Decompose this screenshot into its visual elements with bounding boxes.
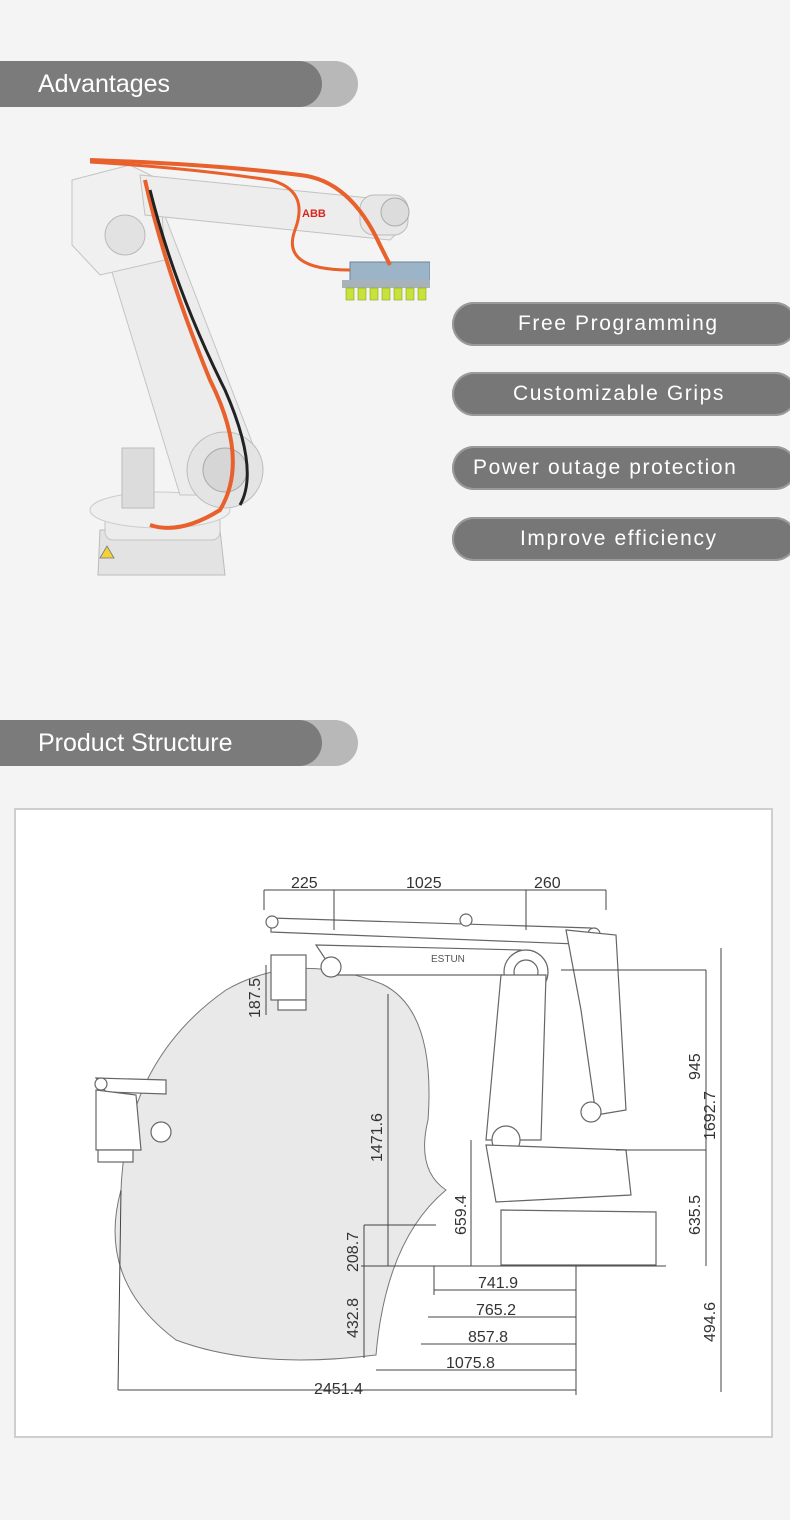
dim-2451-4: 2451.4	[314, 1381, 363, 1398]
feature-label: Free Programming	[518, 312, 719, 335]
dim-187-5: 187.5	[247, 978, 264, 1018]
dim-260: 260	[534, 875, 561, 892]
dim-741-9: 741.9	[478, 1275, 518, 1292]
dim-225: 225	[291, 875, 318, 892]
dim-857-8: 857.8	[468, 1329, 508, 1346]
dim-1025: 1025	[406, 875, 442, 892]
workspace-drawing: ESTUN 225 1025 260 187.	[94, 875, 722, 1398]
dim-432-8: 432.8	[345, 1298, 362, 1338]
dim-635-5: 635.5	[687, 1195, 704, 1235]
product-structure-title: Product Structure	[38, 729, 233, 757]
dim-1471-6: 1471.6	[369, 1113, 386, 1162]
product-structure-header: Product Structure	[0, 720, 358, 766]
dim-494-6: 494.6	[702, 1302, 719, 1342]
dim-765-2: 765.2	[476, 1302, 516, 1319]
dim-945: 945	[687, 1053, 704, 1080]
feature-label: Customizable Grips	[513, 382, 726, 405]
warning-icon	[99, 545, 115, 559]
feature-improve-efficiency: Improve efficiency	[452, 517, 790, 561]
dim-208-7: 208.7	[345, 1232, 362, 1272]
feature-power-outage-protection: Power outage protection	[452, 446, 790, 490]
feature-label: Power outage protection	[473, 456, 738, 479]
header-tab-foreground	[0, 61, 322, 107]
robot-arm-image: ABB	[71, 158, 430, 576]
estun-logo: ESTUN	[431, 954, 465, 965]
feature-customizable-grips: Customizable Grips	[452, 372, 790, 416]
robot-side-view: ESTUN	[94, 913, 657, 1266]
dim-1075-8: 1075.8	[446, 1355, 495, 1372]
workspace-envelope	[114, 967, 447, 1361]
advantages-title: Advantages	[38, 70, 171, 98]
dim-1692-7: 1692.7	[702, 1091, 719, 1140]
feature-label: Improve efficiency	[520, 527, 718, 550]
feature-free-programming: Free Programming	[452, 302, 790, 346]
advantages-header: Advantages	[0, 61, 358, 107]
dim-659-4: 659.4	[453, 1195, 470, 1235]
abb-logo: ABB	[302, 208, 326, 220]
technical-drawing-frame: ESTUN 225 1025 260 187.	[14, 808, 773, 1438]
header-tab-foreground	[0, 720, 322, 766]
